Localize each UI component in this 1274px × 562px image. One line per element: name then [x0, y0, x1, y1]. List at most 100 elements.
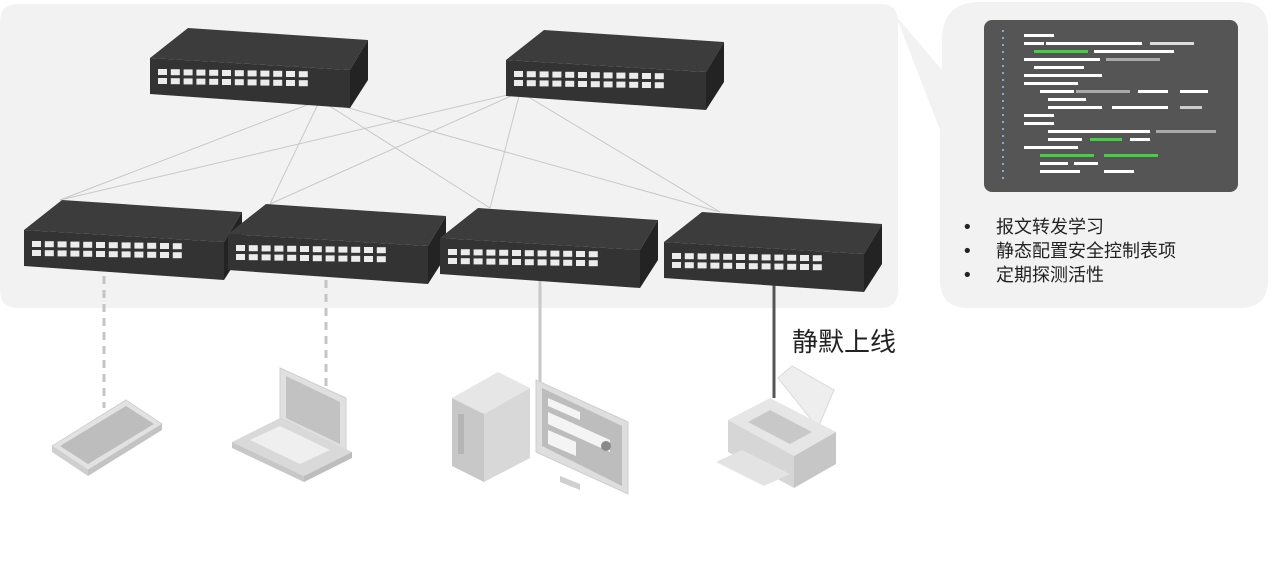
bullet-glyph: • [962, 217, 973, 238]
switch-port [57, 241, 67, 248]
endpoint-uplinks [102, 262, 776, 408]
switch-port [325, 255, 335, 262]
switch-port [499, 258, 509, 265]
switch-port [672, 253, 681, 259]
switch-port [209, 69, 219, 76]
switch-port [736, 263, 745, 269]
switch-port [787, 254, 797, 261]
switch-port [44, 250, 54, 257]
printer-icon [716, 365, 836, 488]
switch-port [261, 245, 271, 252]
code-line [1040, 162, 1068, 165]
switch-port [654, 82, 664, 89]
switch-port [524, 259, 534, 266]
switch-port [108, 251, 118, 258]
switch-port [147, 242, 157, 249]
switch-port [134, 242, 144, 249]
switch-port [172, 252, 182, 259]
switch-port [298, 80, 308, 87]
switch-port [247, 79, 257, 86]
code-line [1150, 42, 1194, 45]
code-line [1024, 58, 1100, 61]
switch-port [312, 255, 322, 262]
code-line [1024, 122, 1054, 125]
desktop-pc-icon [452, 372, 629, 495]
callout-item: •静态配置安全控制表项 [962, 241, 1176, 262]
code-line [1112, 106, 1168, 109]
switch-port [736, 254, 745, 260]
code-line [1040, 170, 1080, 173]
code-line [1034, 66, 1084, 69]
switch-port [96, 242, 105, 248]
switch-port [108, 242, 118, 249]
switch-port [287, 254, 297, 261]
switch-port [170, 78, 180, 85]
code-panel [984, 20, 1238, 192]
switch-port [642, 73, 651, 79]
phone-icon [51, 399, 163, 476]
switch-port [642, 82, 651, 88]
switch-port [32, 241, 41, 247]
switch-port [196, 69, 206, 76]
switch-port [603, 81, 613, 88]
switch-port [565, 71, 575, 78]
callout-list: •报文转发学习 •静态配置安全控制表项 •定期探测活性 [962, 216, 1176, 288]
code-line [1024, 146, 1078, 149]
switch-port [121, 251, 131, 258]
switch-port [83, 250, 93, 257]
switch-port [563, 250, 573, 257]
switch-port [486, 249, 496, 256]
switch-port [261, 254, 271, 261]
switch-port [196, 78, 206, 85]
switch-port [274, 245, 284, 252]
switch-port [578, 72, 587, 78]
switch-port [654, 73, 664, 80]
switch-port [590, 72, 600, 79]
switch-port [800, 264, 809, 270]
switch-port [550, 250, 560, 257]
switch-port [448, 249, 457, 255]
switch-port [588, 260, 598, 267]
core-switch-2 [506, 30, 724, 110]
bullet-glyph: • [962, 241, 973, 262]
switch-port [236, 254, 245, 260]
switch-port [44, 241, 54, 248]
switch-port [552, 80, 562, 87]
switch-port [672, 262, 681, 268]
code-line [1024, 82, 1078, 85]
switch-port [684, 262, 694, 269]
switch-port [83, 241, 93, 248]
switch-port [222, 70, 231, 76]
switch-port [588, 251, 598, 258]
switch-port [121, 242, 131, 249]
code-line [1104, 154, 1158, 157]
code-line [1106, 58, 1160, 61]
switch-port [616, 81, 626, 88]
code-line [1040, 154, 1094, 157]
switch-port [514, 71, 523, 77]
switch-port [460, 249, 470, 256]
switch-port [723, 253, 733, 260]
switch-port [287, 245, 297, 252]
switch-port [376, 256, 386, 263]
callout-item: •定期探测活性 [962, 265, 1104, 286]
switch-port [603, 72, 613, 79]
switch-port [616, 72, 626, 79]
switch-port [286, 71, 295, 77]
switch-port [550, 259, 560, 266]
switch-port [183, 69, 193, 76]
code-line [1048, 98, 1086, 101]
switch-port [723, 262, 733, 269]
switch-port [274, 254, 284, 261]
switch-port [134, 251, 144, 258]
printer-label: 静默上线 [792, 328, 897, 358]
switch-port [57, 250, 67, 257]
code-line [1180, 90, 1208, 93]
switch-port [499, 249, 509, 256]
access-switch-2 [228, 204, 446, 284]
code-line [1138, 90, 1168, 93]
switch-port [460, 258, 470, 265]
switch-port [183, 78, 193, 85]
access-switch-1 [24, 200, 242, 280]
code-line [1104, 170, 1134, 173]
